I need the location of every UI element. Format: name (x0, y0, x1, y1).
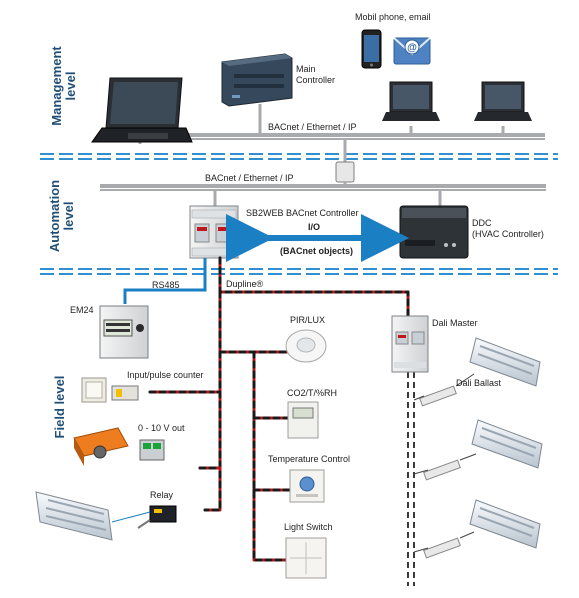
io-label: I/O (308, 222, 321, 232)
rs485-line (123, 258, 207, 304)
light-switch-device (285, 537, 327, 579)
relay-label: Relay (150, 490, 174, 500)
dali-fixture-1 (469, 337, 541, 387)
dali-bus (407, 372, 415, 586)
dali-master-device (391, 315, 429, 373)
automation-level-line-1: Automation (47, 179, 62, 253)
rs485-label: RS485 (152, 280, 180, 290)
dali-fixture-3 (469, 499, 541, 549)
temperature-control-device (289, 469, 325, 503)
dali-ballast-1 (419, 385, 457, 407)
fluorescent-fixture-left (35, 491, 151, 541)
dupline-bus (148, 256, 410, 562)
ddc-label-line-2: (HVAC Controller) (472, 229, 544, 239)
svg-text:@: @ (407, 43, 417, 54)
laptop-large (91, 77, 193, 143)
sb2web-label: SB2WEB BACnet Controller (246, 208, 359, 218)
mobile-email-label: Mobil phone, email (355, 12, 431, 22)
temperature-control-label: Temperature Control (268, 454, 351, 464)
sb2web-controller-device (189, 205, 239, 259)
pir-lux-sensor-device (285, 329, 327, 363)
dali-wiring (413, 373, 477, 553)
dali-ballast-2 (423, 459, 461, 481)
bacnet-automation-label: BACnet / Ethernet / IP (205, 173, 294, 183)
automation-level-label: Automation level (47, 174, 76, 258)
main-controller-label-line-2: Controller (296, 75, 336, 85)
level-separator-top (40, 153, 558, 160)
co2-sensor-device (287, 401, 319, 439)
main-controller-device (221, 53, 293, 107)
dali-fixture-2 (471, 419, 543, 469)
dupline-label: Dupline® (226, 279, 264, 289)
input-pulse-label: Input/pulse counter (127, 370, 204, 380)
bacnet-bus-automation (100, 182, 546, 206)
em24-label: EM24 (70, 305, 94, 315)
automation-level-line-2: level (61, 201, 76, 231)
level-separator-bottom (40, 268, 558, 275)
laptop-2 (382, 81, 440, 121)
light-switch-label: Light Switch (284, 522, 333, 532)
email-icon: @ (393, 37, 431, 65)
management-level-line-1: Management (49, 46, 64, 126)
main-controller-label-line-1: Main (296, 64, 316, 74)
dali-master-label: Dali Master (432, 318, 478, 328)
dali-ballast-label: Dali Ballast (456, 378, 502, 388)
ddc-label: DDC (HVAC Controller) (472, 218, 544, 240)
main-controller-label: Main Controller (296, 64, 335, 86)
management-level-label: Management level (49, 44, 78, 128)
field-level-label: Field level (52, 367, 67, 447)
volt-out-label: 0 - 10 V out (138, 423, 185, 433)
pir-lux-label: PIR/LUX (290, 315, 326, 325)
ddc-controller-device (399, 205, 469, 259)
bacnet-objects-label: (BACnet objects) (280, 246, 354, 256)
dali-ballast-3 (423, 537, 461, 559)
actuator-device (73, 427, 165, 466)
management-level-line-2: level (63, 71, 78, 101)
bacnet-management-label: BACnet / Ethernet / IP (268, 122, 357, 132)
ddc-label-line-1: DDC (472, 218, 492, 228)
bacnet-bus-management (138, 104, 545, 168)
relay-device (137, 505, 177, 529)
network-switch (335, 161, 355, 183)
laptop-3 (474, 81, 532, 121)
co2-label: CO2/T/%RH (287, 388, 338, 398)
mobile-phone-icon (361, 29, 382, 69)
field-level-line-1: Field level (52, 375, 67, 439)
push-button-switch-device (81, 377, 139, 403)
em24-meter-device (99, 305, 149, 359)
